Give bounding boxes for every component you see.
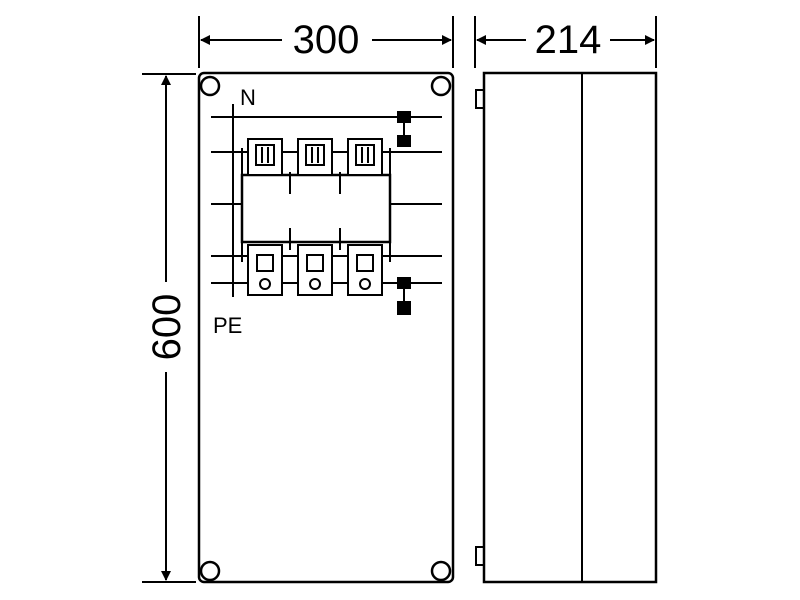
clamp-foot <box>397 301 411 315</box>
height-dimension-value: 600 <box>145 294 189 361</box>
clamp-foot <box>397 135 411 147</box>
terminal-screw-top <box>305 144 325 166</box>
rail-clamp-top <box>397 111 411 147</box>
depth-dimension <box>474 16 657 68</box>
protective-earth-label: PE <box>213 313 242 338</box>
depth-dimension-value: 214 <box>535 18 602 62</box>
width-dimension <box>198 16 454 68</box>
terminal-ring-bottom <box>309 278 321 290</box>
clamp-head <box>397 277 411 289</box>
clamp-head <box>397 111 411 123</box>
side-enclosure-outline <box>482 71 658 584</box>
terminal-screw-top <box>255 144 275 166</box>
mounting-hole-top-right <box>430 75 452 97</box>
terminal-blocks-bottom <box>247 228 383 296</box>
terminal-ring-bottom <box>359 278 371 290</box>
terminal-blocks-top <box>247 138 383 194</box>
mounting-hole-bottom-left <box>199 560 221 582</box>
rail-clamp-bottom <box>397 277 411 315</box>
terminal-screw-bottom <box>356 254 374 272</box>
switch-disconnector-body <box>240 173 392 244</box>
terminal-screw-bottom <box>256 254 274 272</box>
mounting-hole-top-left <box>199 75 221 97</box>
hinge-top <box>475 89 485 109</box>
side-view <box>475 71 658 584</box>
front-enclosure-outline <box>197 71 455 584</box>
mounting-hole-bottom-right <box>430 560 452 582</box>
hinge-bottom <box>475 546 485 566</box>
height-dimension <box>142 73 196 583</box>
terminal-ring-bottom <box>259 278 271 290</box>
front-view <box>197 71 455 584</box>
neutral-label: N <box>240 85 256 110</box>
terminal-screw-bottom <box>306 254 324 272</box>
terminal-screw-top <box>355 144 375 166</box>
width-dimension-value: 300 <box>293 18 360 62</box>
